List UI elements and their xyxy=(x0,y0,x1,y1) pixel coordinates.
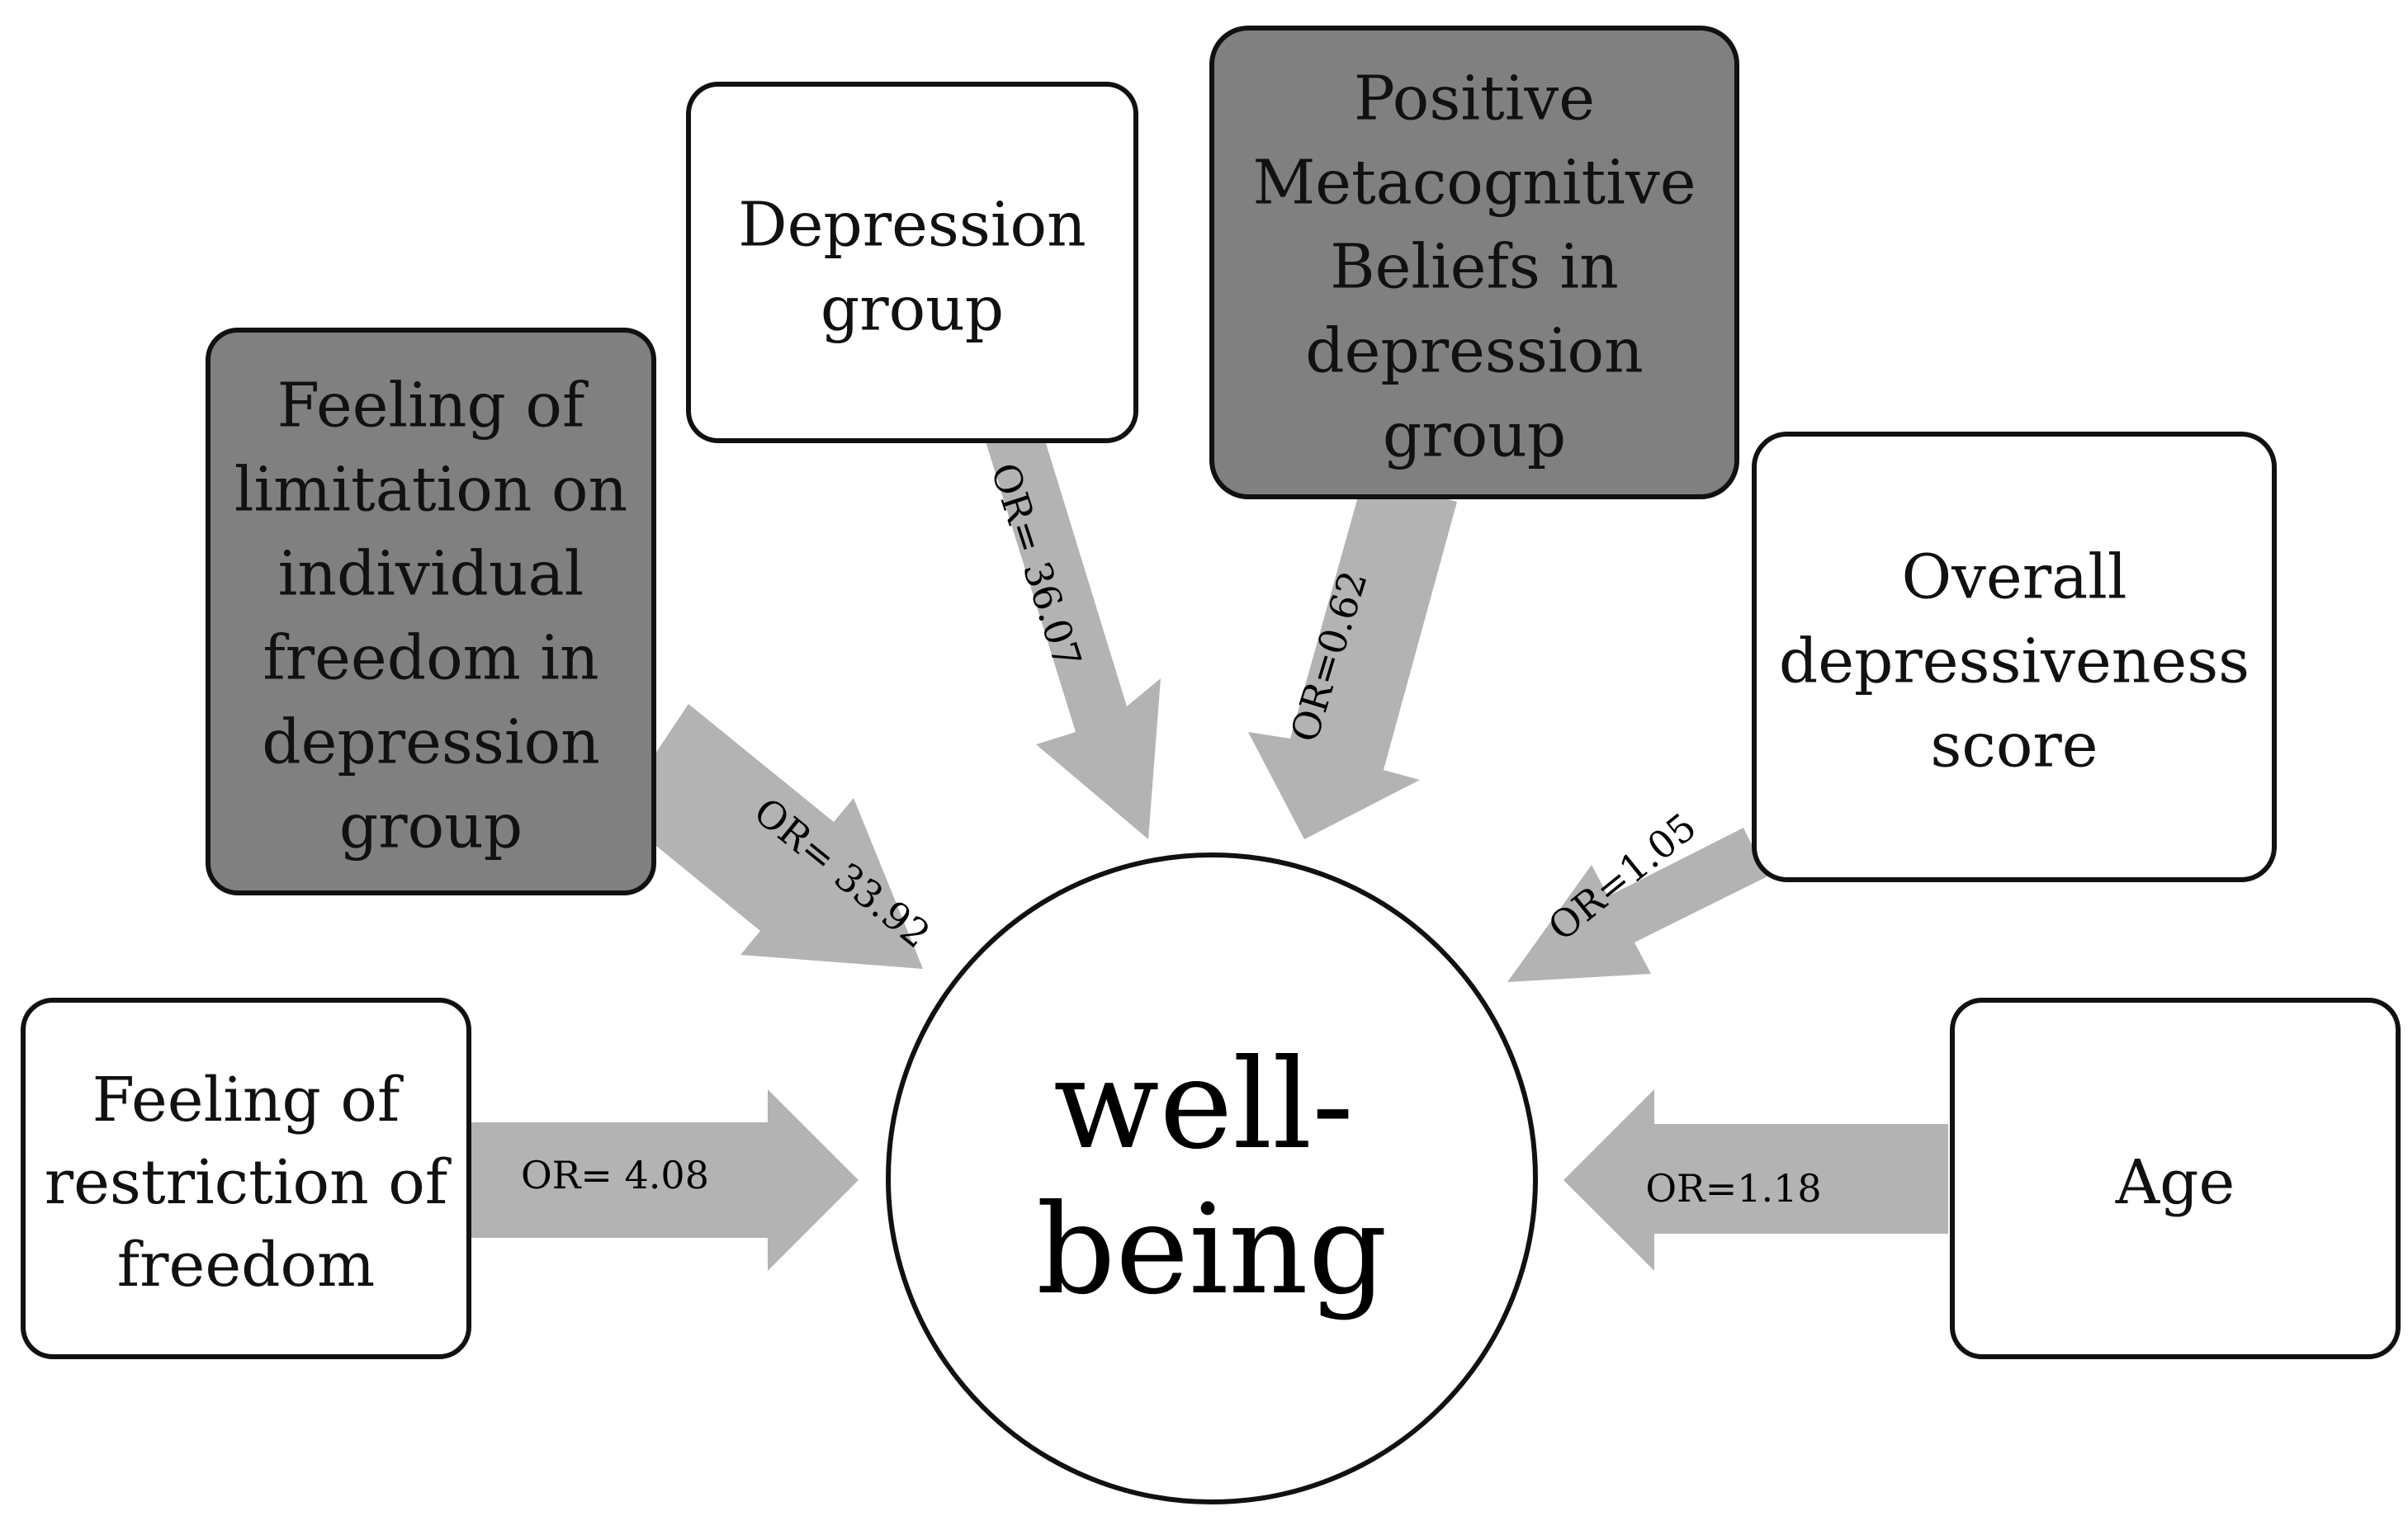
node-limitation-line: group xyxy=(339,791,523,862)
arrow-limitation xyxy=(616,704,923,969)
node-depression-group-label: Depression group xyxy=(738,190,1086,345)
node-limitation-line: freedom in xyxy=(263,623,598,694)
node-limitation-line: individual xyxy=(278,539,584,610)
node-depression-group-line: Depression xyxy=(738,190,1086,261)
nodes-layer: Feeling of restriction of freedom Feeling … xyxy=(21,26,2401,1359)
node-depression-group: Depression group xyxy=(686,82,1138,443)
node-restriction-label: Feeling of restriction of freedom xyxy=(45,1065,452,1301)
node-restriction-line: freedom xyxy=(117,1230,375,1301)
center-circle xyxy=(886,852,1538,1504)
node-metacognitive-line: Beliefs in xyxy=(1330,232,1619,303)
center-node: well-being xyxy=(886,852,1538,1504)
node-age-line: Age xyxy=(2115,1147,2235,1218)
node-depressiveness-line: score xyxy=(1930,711,2098,782)
node-depressiveness-line: Overall xyxy=(1901,542,2127,613)
arrow-age xyxy=(1564,1089,1948,1271)
arrow-metacognitive xyxy=(1248,476,1457,839)
center-label: well-being xyxy=(1036,1033,1387,1322)
node-depression-group-line: group xyxy=(821,274,1004,345)
node-metacognitive-line: Positive xyxy=(1354,64,1595,135)
center-label-line: well- xyxy=(1053,1033,1354,1177)
node-metacognitive-box xyxy=(1209,26,1739,499)
arrow-depressiveness xyxy=(1507,828,1767,982)
arrow-restriction xyxy=(466,1089,859,1271)
node-limitation-line: depression xyxy=(262,707,600,778)
node-depressiveness-line: depressiveness xyxy=(1779,626,2250,697)
node-restriction-box xyxy=(21,998,471,1359)
node-depressiveness-label: Overall depressiveness score xyxy=(1779,542,2250,782)
node-restriction-line: restriction of xyxy=(45,1147,452,1218)
node-limitation-line: limitation on xyxy=(234,455,627,526)
edge-label-restriction: OR= 4.08 xyxy=(521,1153,709,1197)
node-metacognitive-line: depression xyxy=(1305,316,1644,387)
node-depressiveness: Overall depressiveness score xyxy=(1752,432,2277,882)
edge-label-age: OR=1.18 xyxy=(1645,1166,1821,1211)
node-restriction: Feeling of restriction of freedom xyxy=(21,998,471,1359)
node-age-label: Age xyxy=(2115,1147,2235,1218)
node-metacognitive-line: group xyxy=(1383,400,1566,471)
node-age: Age xyxy=(1950,998,2401,1359)
arrow-depression-group xyxy=(985,411,1161,839)
node-depressiveness-box xyxy=(1752,432,2277,882)
node-age-box xyxy=(1950,998,2401,1359)
node-restriction-line: Feeling of xyxy=(92,1065,404,1136)
node-limitation-line: Feeling of xyxy=(277,371,589,442)
node-depression-group-box xyxy=(686,82,1138,443)
node-limitation: Feeling of limitation on individual freedom… xyxy=(206,328,656,895)
node-limitation-box xyxy=(206,328,656,895)
node-limitation-label: Feeling of limitation on individual freedom… xyxy=(234,371,627,862)
node-metacognitive-line: Metacognitive xyxy=(1252,148,1696,219)
arrows-layer xyxy=(466,411,1948,1271)
center-label-line: being xyxy=(1036,1178,1387,1322)
